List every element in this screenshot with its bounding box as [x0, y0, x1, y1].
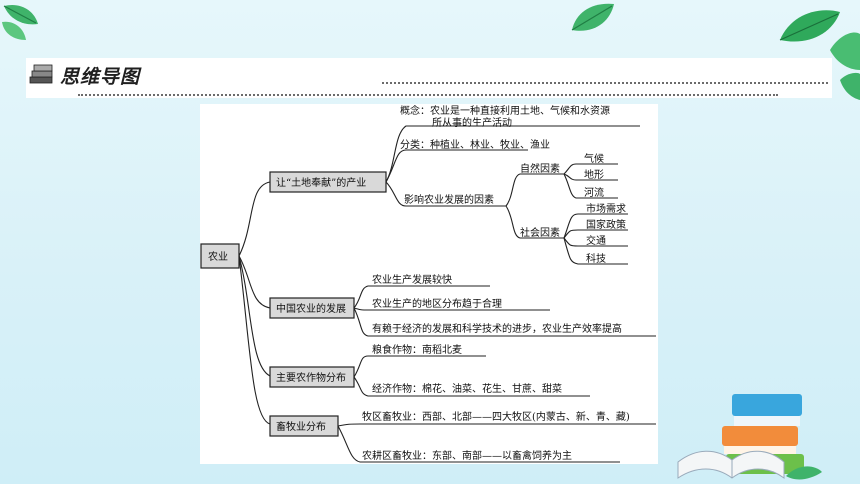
factor-terrain: 地形 [584, 168, 604, 181]
branch-label-crops: 主要农作物分布 [276, 371, 346, 384]
connector [238, 255, 271, 309]
leaf-decoration-top-left-icon [2, 4, 38, 40]
dev-item-2: 农业生产的地区分布趋于合理 [372, 297, 502, 310]
dev-item-1: 农业生产发展较快 [372, 273, 452, 286]
connector [563, 213, 628, 239]
factors-text: 影响农业发展的因素 [404, 193, 494, 206]
branch-label-development: 中国农业的发展 [276, 302, 346, 315]
connector [505, 205, 564, 239]
factor-climate: 气候 [584, 152, 604, 165]
social-factors-text: 社会因素 [520, 226, 560, 239]
connector [353, 285, 490, 309]
header-band [26, 58, 832, 98]
natural-factors-text: 自然因素 [520, 162, 560, 175]
connector [505, 173, 564, 207]
title-box: 思维导图 [28, 62, 158, 88]
connector [563, 237, 628, 265]
branch-label-livestock: 畜牧业分布 [276, 420, 326, 433]
connector [238, 181, 271, 257]
leaf-decoration-top-right-icon [779, 10, 860, 100]
connector [563, 163, 618, 175]
connector [385, 181, 506, 207]
connector [337, 425, 620, 463]
page-title: 思维导图 [60, 65, 141, 88]
dotted-divider-bottom [78, 94, 778, 96]
connector [353, 307, 656, 337]
connector [385, 149, 528, 183]
connector [353, 355, 486, 378]
connector [563, 229, 628, 239]
connector [353, 376, 590, 397]
factor-transport: 交通 [586, 234, 606, 247]
factor-policy: 国家政策 [586, 218, 626, 231]
factor-river: 河流 [584, 186, 604, 199]
pastoral-livestock-text: 牧区畜牧业：西部、北部——四大牧区(内蒙古、新、青、藏) [362, 410, 630, 423]
cash-crops-text: 经济作物：棉花、油菜、花生、甘蔗、甜菜 [372, 382, 562, 395]
dotted-divider-top [382, 82, 828, 84]
concept-line-1: 概念：农业是一种直接利用土地、气候和水资源 [400, 104, 610, 117]
connector [337, 423, 656, 427]
books-stack-decoration-icon [677, 394, 822, 480]
connector [353, 307, 550, 311]
root-node-label: 农业 [208, 250, 228, 263]
connector [238, 255, 271, 377]
connector [238, 255, 271, 425]
factor-technology: 科技 [586, 252, 606, 265]
branch-label-land: 让“土地奉献”的产业 [276, 176, 366, 189]
leaf-decoration-top-center-icon [571, 3, 614, 31]
mind-map: 农业 让“土地奉献”的产业 概念：农业是一种直接利用土地、气候和水资源 所从事的… [200, 104, 656, 463]
dev-item-3: 有赖于经济的发展和科学技术的进步，农业生产效率提高 [372, 322, 622, 335]
farming-livestock-text: 农耕区畜牧业：东部、南部——以畜禽饲养为主 [362, 449, 572, 462]
grain-crops-text: 粮食作物：南稻北麦 [372, 343, 462, 356]
mind-map-canvas: 农业 让“土地奉献”的产业 概念：农业是一种直接利用土地、气候和水资源 所从事的… [200, 104, 658, 464]
connector [563, 237, 628, 247]
books-icon [29, 64, 53, 84]
connector [563, 173, 618, 181]
factor-market: 市场需求 [586, 202, 626, 215]
classification-text: 分类：种植业、林业、牧业、渔业 [400, 138, 550, 151]
concept-line-2: 所从事的生产活动 [432, 116, 512, 129]
connector [563, 173, 618, 199]
